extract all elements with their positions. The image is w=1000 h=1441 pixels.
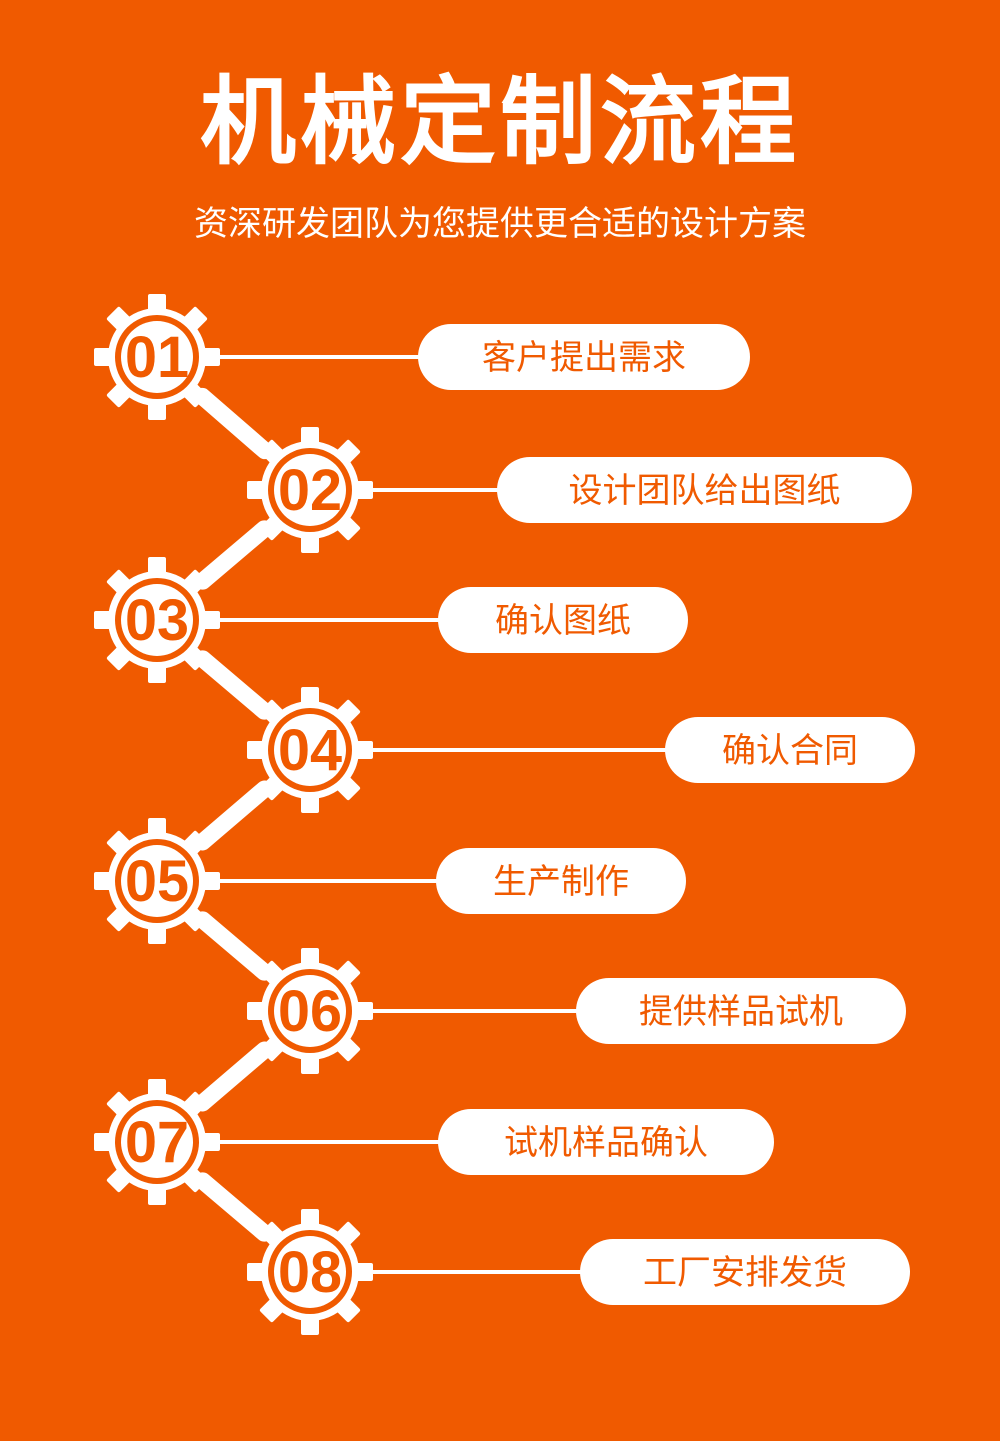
step-label: 客户提出需求 bbox=[482, 338, 686, 378]
step-connector bbox=[194, 1172, 273, 1242]
step-number: 05 bbox=[125, 849, 189, 914]
step-pill bbox=[665, 717, 915, 783]
step-label: 试机样品确认 bbox=[504, 1123, 708, 1163]
step-pill bbox=[497, 457, 912, 523]
steps-layer: 01 客户提出需求 02 设计团队给出图纸 03 确认图纸 04 确认合同 05 生产制作 06 提供… bbox=[94, 294, 915, 1335]
step-pill bbox=[580, 1239, 910, 1305]
step-pill bbox=[436, 848, 686, 914]
step-connector bbox=[193, 387, 274, 460]
gear-icon bbox=[94, 818, 220, 944]
process-step: 08 工厂安排发货 bbox=[247, 1209, 910, 1335]
process-step: 02 设计团队给出图纸 bbox=[247, 427, 912, 553]
process-step: 06 提供样品试机 bbox=[247, 948, 906, 1074]
step-connector bbox=[194, 911, 273, 981]
process-step: 05 生产制作 bbox=[94, 818, 686, 944]
step-connector bbox=[194, 650, 273, 720]
step-label: 确认图纸 bbox=[495, 601, 631, 641]
step-label: 工厂安排发货 bbox=[643, 1253, 847, 1293]
step-number: 02 bbox=[278, 458, 342, 523]
gear-icon bbox=[247, 687, 373, 813]
process-step: 07 试机样品确认 bbox=[94, 1079, 774, 1205]
step-connector bbox=[194, 1041, 273, 1112]
step-pill bbox=[576, 978, 906, 1044]
step-number: 01 bbox=[125, 325, 189, 390]
gear-icon bbox=[94, 294, 220, 420]
step-number: 04 bbox=[278, 718, 342, 783]
step-label: 生产制作 bbox=[493, 862, 629, 902]
process-step: 01 客户提出需求 bbox=[94, 294, 750, 420]
step-number: 06 bbox=[278, 979, 342, 1044]
page-title: 机械定制流程 bbox=[200, 66, 800, 178]
step-connector bbox=[194, 780, 273, 851]
step-pill bbox=[418, 324, 750, 390]
gear-icon bbox=[94, 557, 220, 683]
step-number: 08 bbox=[278, 1240, 342, 1305]
step-label: 设计团队给出图纸 bbox=[569, 471, 841, 511]
page-subtitle: 资深研发团队为您提供更合适的设计方案 bbox=[194, 204, 806, 244]
step-number: 03 bbox=[125, 588, 189, 653]
step-pill bbox=[438, 1109, 774, 1175]
gear-icon bbox=[94, 1079, 220, 1205]
step-label: 提供样品试机 bbox=[639, 992, 843, 1032]
gear-icon bbox=[247, 1209, 373, 1335]
step-connector bbox=[194, 520, 273, 590]
process-step: 03 确认图纸 bbox=[94, 557, 688, 683]
gear-icon bbox=[247, 948, 373, 1074]
process-step: 04 确认合同 bbox=[247, 687, 915, 813]
step-pill bbox=[438, 587, 688, 653]
gear-icon bbox=[247, 427, 373, 553]
step-label: 确认合同 bbox=[722, 731, 858, 771]
connector-layer bbox=[193, 387, 274, 1242]
step-number: 07 bbox=[125, 1110, 189, 1175]
